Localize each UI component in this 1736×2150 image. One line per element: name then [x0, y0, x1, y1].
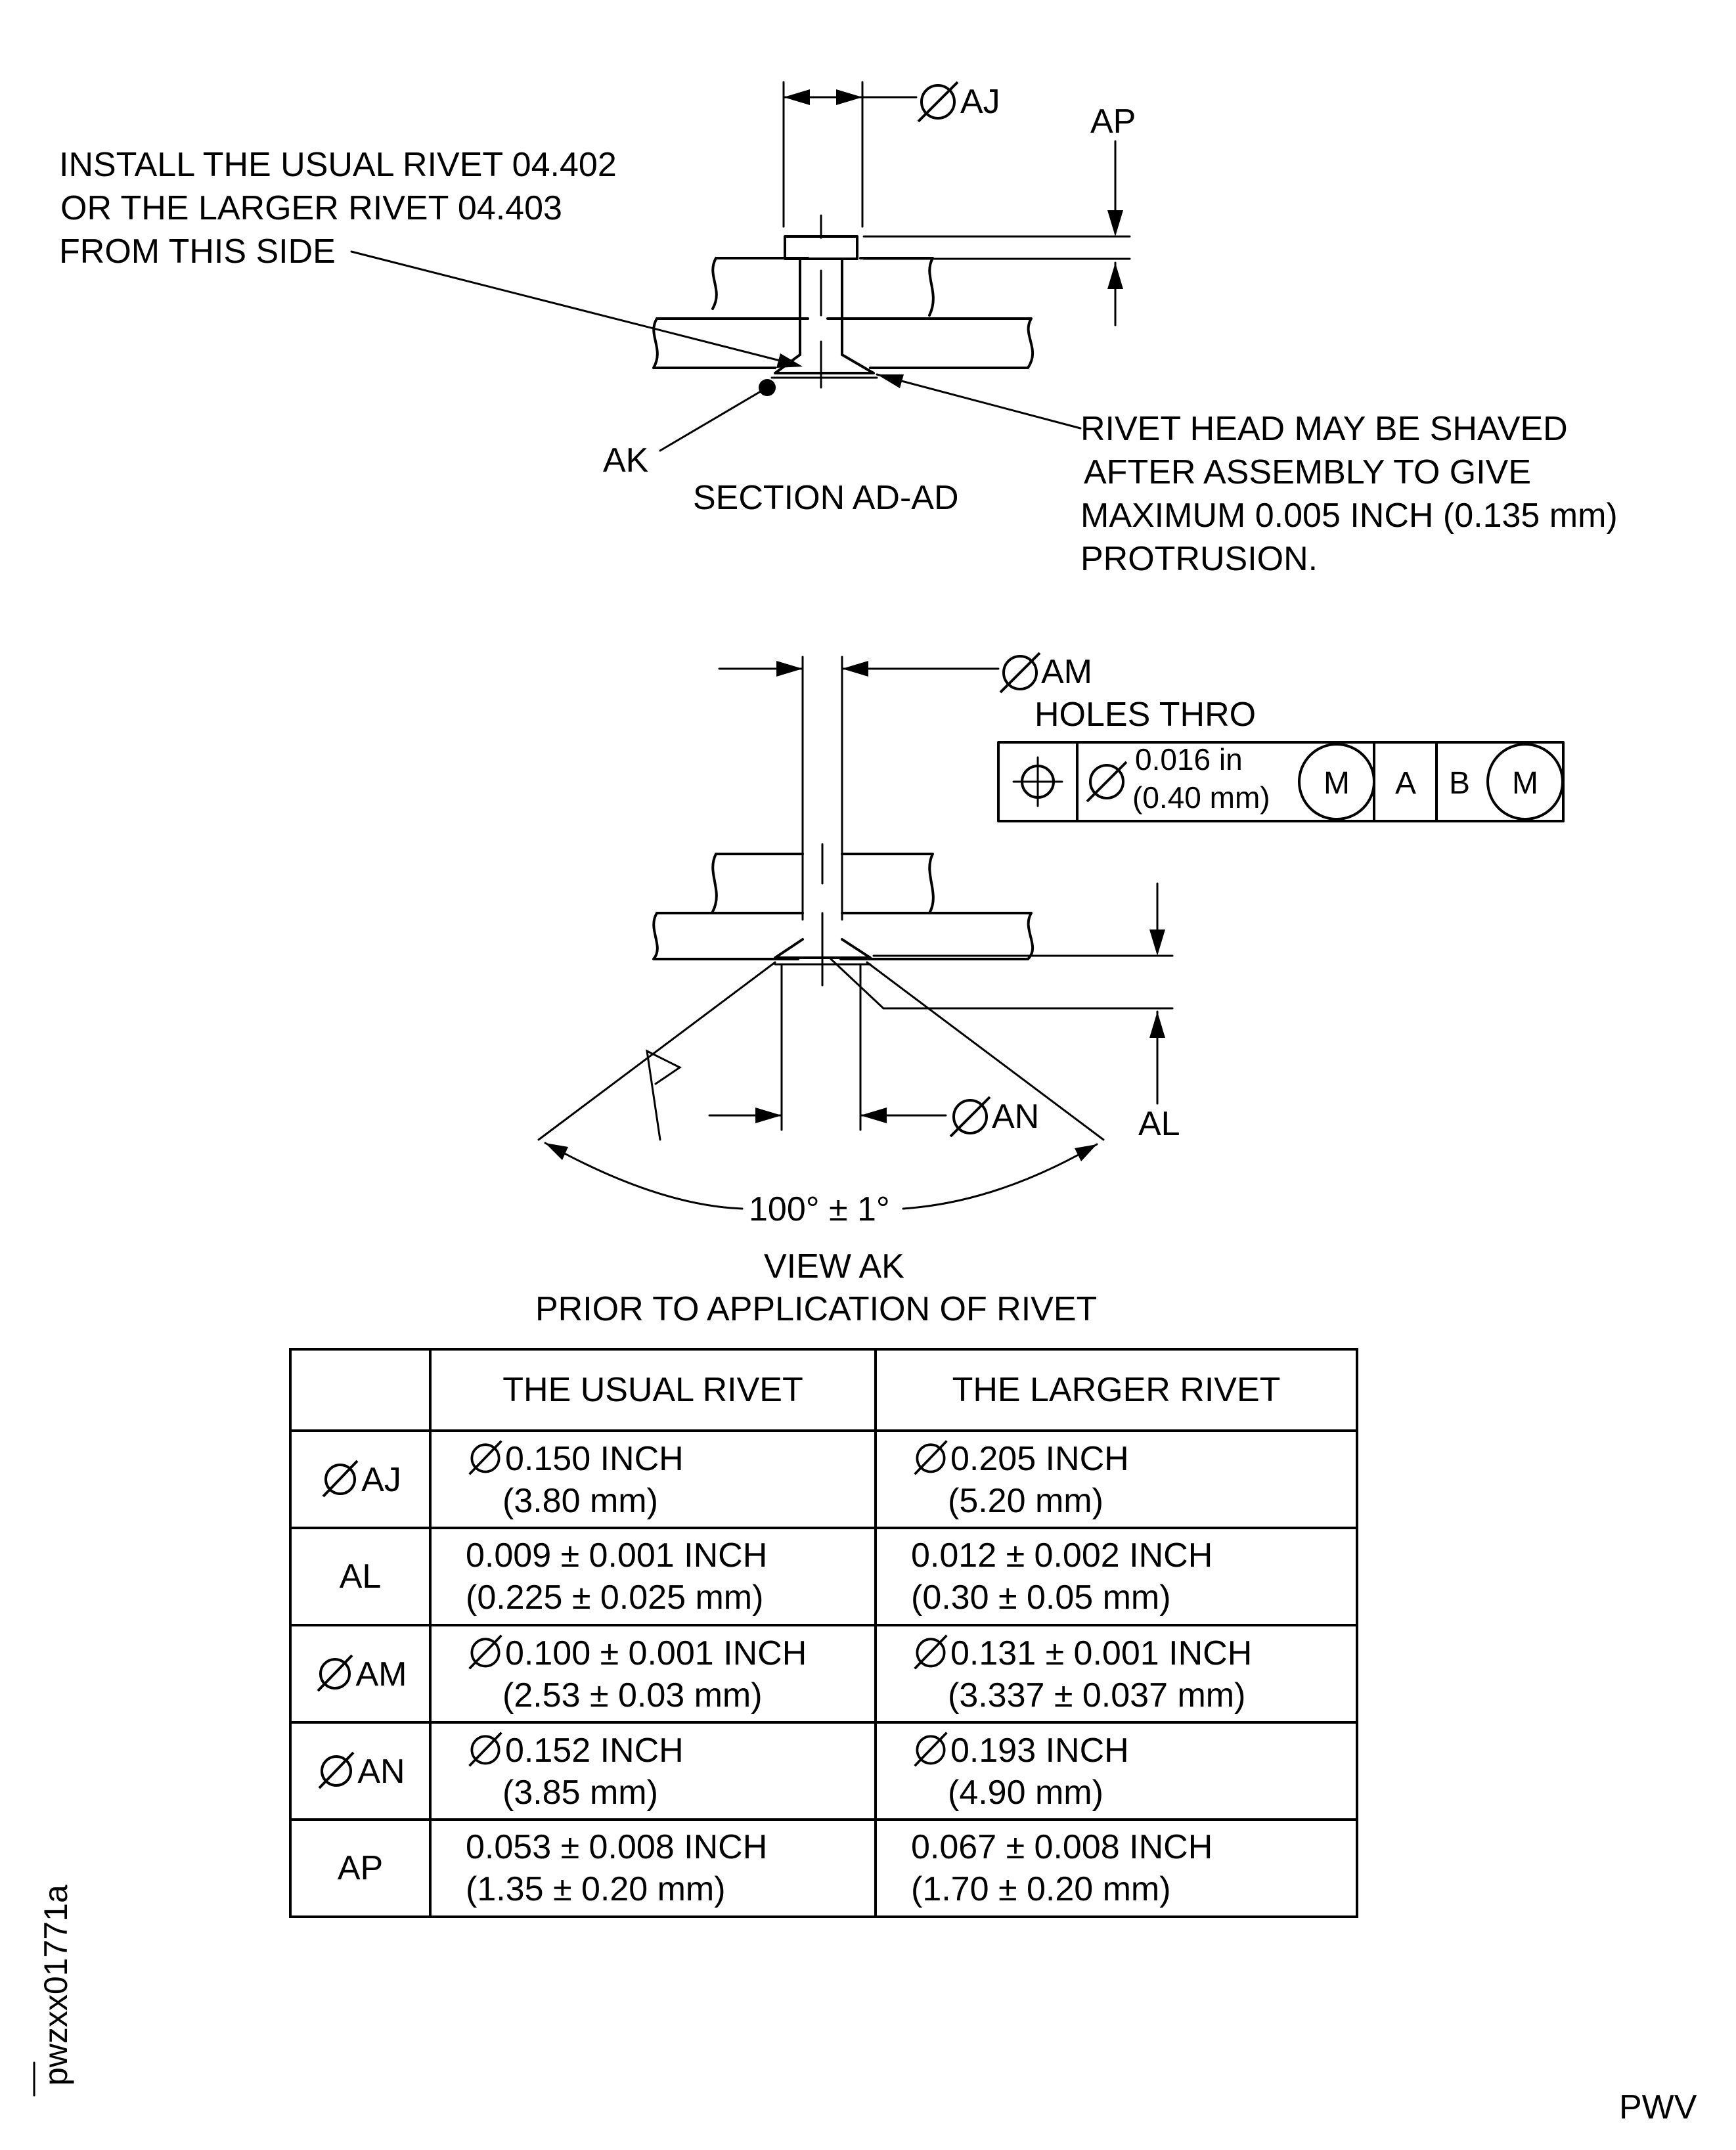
view-ak: AM HOLES THRO 0.016 in (0.40 mm) M A B M	[535, 652, 1565, 1328]
cell-usual: 0.009 ± 0.001 INCH (0.225 ± 0.025 mm)	[429, 1527, 877, 1626]
row-label: AJ	[289, 1429, 432, 1529]
fcf-tol-mm: (0.40 mm)	[1132, 780, 1270, 815]
value-mm: (1.35 ± 0.20 mm)	[466, 1870, 726, 1908]
cell-usual: 0.053 ± 0.008 INCH (1.35 ± 0.20 mm)	[429, 1818, 877, 1918]
diameter-icon	[468, 1634, 502, 1670]
dim-ap: AP	[862, 102, 1136, 326]
diameter-icon	[917, 81, 959, 123]
install-note-line3: FROM THIS SIDE	[59, 233, 336, 271]
cell-larger: 0.131 ± 0.001 INCH (3.337 ± 0.037 mm)	[874, 1624, 1358, 1724]
row-label-text: AN	[357, 1752, 405, 1791]
value-inch: 0.012 ± 0.002 INCH	[911, 1536, 1213, 1575]
value-inch: 0.067 ± 0.008 INCH	[911, 1828, 1213, 1866]
dim-ap-label: AP	[1090, 102, 1136, 141]
cell-larger: 0.012 ± 0.002 INCH (0.30 ± 0.05 mm)	[874, 1527, 1358, 1626]
table-header-row: THE USUAL RIVET THE LARGER RIVET	[289, 1348, 1358, 1432]
view-title: VIEW AK	[764, 1247, 904, 1286]
table-header-empty	[289, 1348, 432, 1432]
dim-am: AM	[718, 652, 1092, 921]
value-mm: (3.80 mm)	[502, 1481, 658, 1520]
fcf-datum-b: B	[1449, 766, 1470, 801]
cell-larger: 0.193 INCH(4.90 mm)	[874, 1721, 1358, 1821]
row-label-text: AJ	[361, 1460, 401, 1499]
value-mm: (4.90 mm)	[948, 1773, 1103, 1812]
section-title: SECTION AD-AD	[693, 479, 959, 517]
value-mm: (3.337 ± 0.037 mm)	[948, 1676, 1246, 1714]
diameter-icon	[914, 1731, 948, 1767]
value-inch: 0.152 INCH	[505, 1731, 684, 1770]
cell-larger: 0.205 INCH(5.20 mm)	[874, 1429, 1358, 1529]
row-label-text: AM	[355, 1655, 407, 1693]
cell-usual: 0.150 INCH(3.80 mm)	[429, 1429, 877, 1529]
install-note-line1: INSTALL THE USUAL RIVET 04.402	[59, 146, 617, 184]
value-mm: (2.53 ± 0.03 mm)	[502, 1676, 763, 1714]
value-mm: (3.85 mm)	[502, 1773, 658, 1812]
section-ad-ad: AJ AP INSTALL THE USUAL RIVET 04.402	[59, 81, 1618, 578]
row-label: AN	[289, 1721, 432, 1821]
figure-id: pwzxx01771a	[37, 1885, 74, 2086]
value-inch: 0.100 ± 0.001 INCH	[505, 1634, 807, 1672]
value-mm: (1.70 ± 0.20 mm)	[911, 1870, 1171, 1908]
fcf-datum-a: A	[1395, 766, 1416, 801]
view-subtitle: PRIOR TO APPLICATION OF RIVET	[535, 1290, 1097, 1328]
shave-note-line4: PROTRUSION.	[1080, 540, 1318, 578]
fcf-tol-in: 0.016 in	[1135, 742, 1243, 776]
table-header-larger: THE LARGER RIVET	[874, 1348, 1358, 1432]
dim-aj-label: AJ	[960, 83, 1000, 121]
diameter-icon	[914, 1439, 948, 1475]
value-mm: (5.20 mm)	[948, 1481, 1103, 1520]
value-inch: 0.150 INCH	[505, 1439, 684, 1478]
shave-note-line2: AFTER ASSEMBLY TO GIVE	[1084, 453, 1531, 491]
diameter-icon	[468, 1439, 502, 1475]
value-inch: 0.193 INCH	[950, 1731, 1129, 1770]
diameter-icon	[317, 1654, 353, 1691]
diameter-icon	[1086, 761, 1128, 803]
diameter-icon	[914, 1634, 948, 1670]
position-icon	[1012, 756, 1063, 807]
diameter-icon	[949, 1096, 991, 1138]
row-label-text: AP	[337, 1849, 384, 1887]
holes-thro-label: HOLES THRO	[1035, 696, 1256, 734]
value-inch: 0.205 INCH	[950, 1439, 1129, 1478]
cell-usual: 0.100 ± 0.001 INCH (2.53 ± 0.03 mm)	[429, 1624, 877, 1724]
ak-label: AK	[603, 441, 649, 480]
dim-am-label: AM	[1041, 653, 1092, 691]
shave-note-line1: RIVET HEAD MAY BE SHAVED	[1080, 410, 1568, 448]
cell-usual: 0.152 INCH(3.85 mm)	[429, 1721, 877, 1821]
install-note-line2: OR THE LARGER RIVET 04.403	[60, 189, 562, 227]
row-label: AM	[289, 1624, 432, 1724]
table-header-usual: THE USUAL RIVET	[429, 1348, 877, 1432]
fcf-datum-modifier: M	[1512, 766, 1538, 801]
dim-al-label: AL	[1138, 1105, 1180, 1143]
rivet-dimension-table: THE USUAL RIVET THE LARGER RIVET AJ 0.150…	[289, 1348, 1358, 1918]
fcf-modifier: M	[1324, 766, 1350, 801]
row-label: AP	[289, 1818, 432, 1918]
dim-aj: AJ	[782, 81, 1000, 228]
value-mm: (0.30 ± 0.05 mm)	[911, 1579, 1171, 1617]
row-label-text: AL	[339, 1557, 382, 1596]
shave-note-line3: MAXIMUM 0.005 INCH (0.135 mm)	[1080, 497, 1618, 535]
dim-an-label: AN	[992, 1098, 1039, 1136]
table-row: AP 0.053 ± 0.008 INCH (1.35 ± 0.20 mm) 0.06…	[289, 1818, 1358, 1918]
diameter-icon	[468, 1731, 502, 1767]
value-mm: (0.225 ± 0.025 mm)	[466, 1579, 764, 1617]
value-inch: 0.053 ± 0.008 INCH	[466, 1828, 768, 1866]
drawing-code: PWV	[1619, 2088, 1697, 2126]
value-inch: 0.131 ± 0.001 INCH	[950, 1634, 1253, 1672]
diameter-icon	[999, 652, 1041, 694]
diameter-icon	[322, 1460, 359, 1497]
row-label: AL	[289, 1527, 432, 1626]
angle-label: 100° ± 1°	[749, 1190, 890, 1228]
cell-larger: 0.067 ± 0.008 INCH (1.70 ± 0.20 mm)	[874, 1818, 1358, 1918]
value-inch: 0.009 ± 0.001 INCH	[466, 1536, 768, 1575]
diameter-icon	[318, 1751, 355, 1789]
table-row: AM 0.100 ± 0.001 INCH (2.53 ± 0.03 mm) 0.13…	[289, 1624, 1358, 1724]
feature-control-frame: 0.016 in (0.40 mm) M A B M	[997, 741, 1565, 822]
